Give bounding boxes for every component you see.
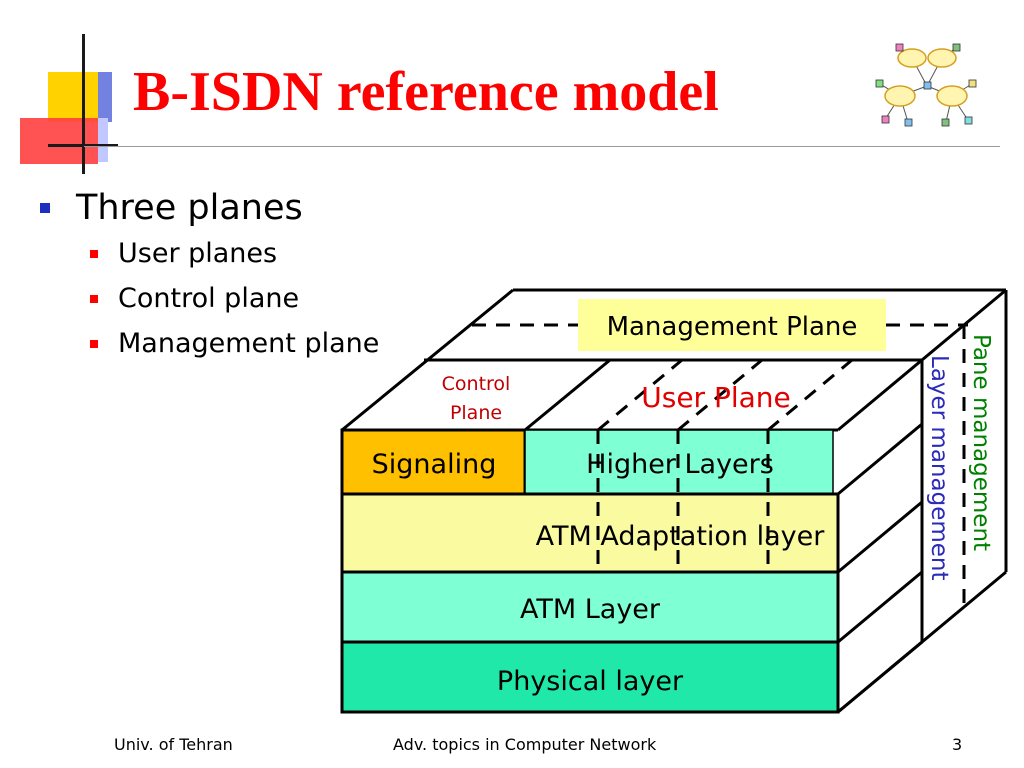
atm-layer-box: [340, 570, 840, 644]
bullet-text: Three planes: [76, 188, 303, 228]
atm-layer-label: ATM Layer: [520, 594, 661, 625]
footer-left: Univ. of Tehran: [114, 735, 233, 754]
control-user-divider: [524, 358, 611, 432]
plane-management-label: Pane management: [968, 334, 994, 551]
signaling-label: Signaling: [372, 449, 497, 480]
higher-layers-label: Higher Layers: [586, 449, 774, 480]
cube-edge: [837, 288, 1007, 432]
title-divider: [84, 146, 1000, 147]
user-plane-label: User Plane: [641, 381, 791, 414]
bullet-three-planes: Three planes: [40, 188, 303, 228]
cube-edge: [837, 640, 923, 714]
bullet-management-plane: Management plane: [90, 328, 379, 359]
user-plane-dashed-line: [677, 358, 763, 432]
layer-management-label: Layer management: [926, 355, 952, 581]
management-plane-box: [578, 299, 886, 351]
bullet-text: Control plane: [118, 283, 300, 314]
user-plane-dashed-line: [767, 358, 853, 432]
bullet-text: Management plane: [118, 328, 380, 359]
physical-layer-label: Physical layer: [497, 666, 684, 697]
page-title: B-ISDN reference model: [133, 61, 719, 123]
bullet-square-icon: [90, 339, 98, 348]
bullet-text: User planes: [118, 238, 278, 269]
aal-label: ATM Adaptation layer: [536, 521, 826, 552]
bullet-square-icon: [90, 294, 98, 303]
control-plane-label-2: Plane: [450, 402, 502, 424]
bullet-square-icon: [40, 203, 50, 213]
network-cloud-icon: [875, 43, 977, 127]
cube-edge: [837, 422, 923, 496]
corner-decoration: [20, 34, 118, 174]
bullet-control-plane: Control plane: [90, 283, 299, 314]
signaling-box: [340, 428, 527, 496]
bullet-square-icon: [90, 249, 98, 258]
management-plane-label: Management Plane: [607, 312, 858, 342]
footer-center: Adv. topics in Computer Network: [393, 735, 657, 754]
user-plane-dashed-line: [597, 358, 683, 432]
cube-edge: [837, 570, 923, 644]
aal-box: [340, 492, 840, 574]
cube-edge: [837, 500, 923, 574]
control-plane-label-1: Control: [442, 373, 511, 395]
bullet-user-planes: User planes: [90, 238, 277, 269]
physical-layer-box: [340, 640, 840, 714]
slide-number: 3: [952, 735, 963, 754]
